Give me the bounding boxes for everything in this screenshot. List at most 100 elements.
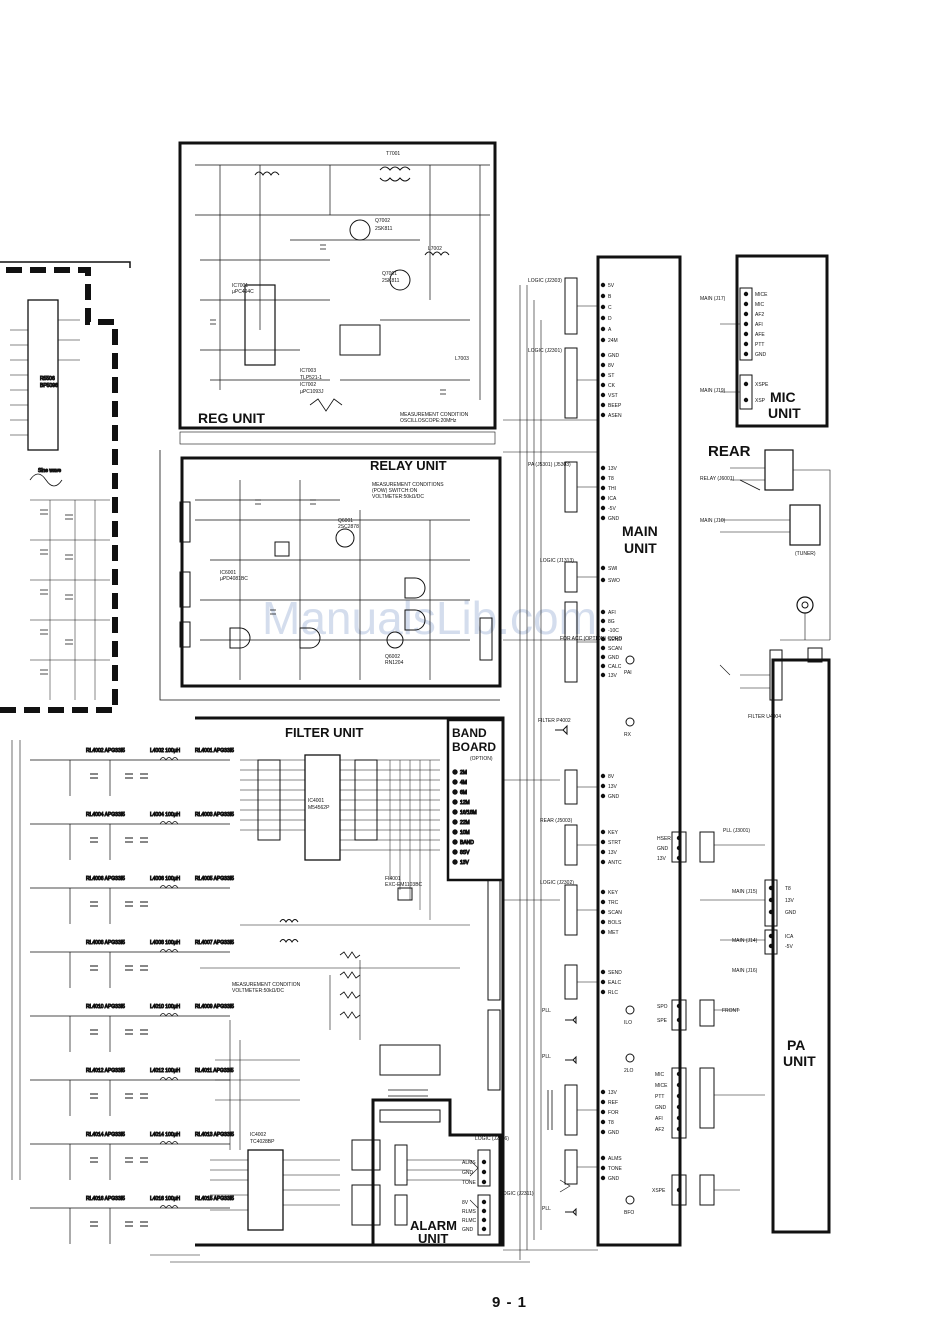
main-pin-label: 13V — [608, 466, 618, 472]
relay-label: RL4011 APG33I5 — [195, 1068, 234, 1074]
ic4002-label: IC4002 — [250, 1132, 266, 1138]
rear-board: REAR — [708, 443, 831, 641]
main-pin — [600, 829, 606, 835]
pa-pin-label: 13V — [657, 856, 667, 862]
main-pin — [600, 989, 606, 995]
relay-label: RL4001 APG33I5 — [195, 748, 234, 754]
main-pin-label: EALC — [608, 980, 621, 986]
pa-pin — [676, 1003, 682, 1009]
pa-pin — [676, 845, 682, 851]
q6002-label: Q6002 — [385, 654, 400, 660]
main-pin-label: GND — [608, 516, 620, 522]
main-pin-label: KEY — [608, 890, 619, 896]
main-pin — [600, 495, 606, 501]
band-pin — [452, 779, 458, 785]
main-pin — [600, 783, 606, 789]
main-pin-label: SEND — [608, 637, 622, 643]
inductor-label: L4006 100µH — [150, 876, 181, 882]
mic-pin-label: XSP — [755, 398, 766, 404]
band-pin-label: 4M — [460, 780, 467, 786]
main-pin-label: MET — [608, 930, 619, 936]
inductor-label: L4010 100µH — [150, 1004, 181, 1010]
reg-unit: REG UNIT T7001 IC7001 µPC494C Q7002 2SK8… — [178, 141, 497, 445]
band-board-title-1: BAND — [452, 726, 487, 740]
main-pin-label: ST — [608, 373, 614, 379]
q6001-label: Q6001 — [338, 518, 353, 524]
main-pin-label: 8V — [608, 774, 615, 780]
mic-pin — [743, 351, 749, 357]
band-pin-label: BAND — [460, 840, 474, 846]
main-pin — [600, 282, 606, 288]
main-pin-label: B — [608, 294, 612, 300]
main-unit-title-2: UNIT — [624, 540, 657, 556]
q6001-type: 2SC2878 — [338, 524, 359, 530]
band-pin — [452, 789, 458, 795]
main-pin — [600, 1099, 606, 1105]
jack-label: ILO — [624, 1020, 632, 1026]
r5506-type: BP5096 — [40, 383, 58, 389]
relay-label: RL4015 APG33I5 — [195, 1196, 234, 1202]
main-j17-label: MAIN (J17) — [700, 296, 726, 302]
ic6001-label: IC6001 — [220, 570, 236, 576]
main-pin — [600, 304, 606, 310]
band-pin-label: 10M — [460, 830, 470, 836]
jack-icon — [625, 655, 635, 665]
capacitor-icon — [90, 901, 148, 907]
pa-unit-title-2: UNIT — [783, 1053, 816, 1069]
pll-label-3: PLL — [542, 1206, 551, 1212]
mic-pin — [743, 311, 749, 317]
pa-pin-label: MIC — [655, 1072, 665, 1078]
main-pin — [600, 909, 606, 915]
ic7002-label: IC7002 — [300, 382, 316, 388]
relay-row-wiring — [30, 1013, 230, 1052]
front-label: FRONT — [722, 1008, 739, 1014]
jack-label: 2LO — [624, 1068, 634, 1074]
pa-pin-label: GND — [655, 1105, 667, 1111]
relay-label: RL4004 APG33I5 — [86, 812, 125, 818]
main-pin-label: BOLS — [608, 920, 622, 926]
mic-pin — [743, 397, 749, 403]
pa-pin — [676, 1187, 682, 1193]
pa-pin — [676, 1093, 682, 1099]
pa-pin — [768, 933, 774, 939]
band-pin-label: 16/18M — [460, 810, 477, 816]
main-pin-label: SWO — [608, 578, 620, 584]
mic-pin-label: GND — [755, 352, 767, 358]
mic-pin — [743, 341, 749, 347]
relay-row-wiring — [30, 949, 230, 988]
inductor-label: L4004 100µH — [150, 812, 181, 818]
main-pin-label: TONE — [608, 1166, 622, 1172]
main-pin — [600, 979, 606, 985]
main-left-connectors — [547, 277, 598, 1217]
rear-j5003-label: REAR (J5003) — [540, 818, 573, 824]
main-pin — [600, 293, 606, 299]
alarm-pin — [481, 1199, 487, 1205]
pll-j3001-label: PLL (J3001) — [723, 828, 750, 834]
ic7001-type: µPC494C — [232, 289, 254, 295]
main-pin-label: SCAN — [608, 646, 622, 652]
alarm-pin-label: RLMC — [462, 1218, 477, 1224]
main-pin — [600, 337, 606, 343]
main-pin-label: SCAN — [608, 910, 622, 916]
alarm-unit-title-1: ALARM — [410, 1218, 457, 1233]
pa-pin — [676, 1082, 682, 1088]
main-pin-label: 5V — [608, 283, 615, 289]
ic4001-label: IC4001 — [308, 798, 324, 804]
pa-unit-pin-list: HSERGND13VSPOSPEMICMICEPTTGNDAFIAF2XSPET… — [652, 835, 797, 1194]
main-pin — [600, 577, 606, 583]
main-pin — [600, 505, 606, 511]
main-pin — [600, 654, 606, 660]
ic7003-type: TLP521-1 — [300, 375, 322, 381]
logic-j1313-label: LOGIC (J1313) — [540, 558, 574, 564]
main-pin — [600, 465, 606, 471]
main-pin — [600, 636, 606, 642]
main-pin-label: -10C — [608, 628, 619, 634]
q6002-type: RN1204 — [385, 660, 404, 666]
main-pin — [600, 362, 606, 368]
jack-icon — [625, 1005, 635, 1015]
main-pin — [600, 1119, 606, 1125]
band-board-option: (OPTION) — [470, 756, 493, 762]
pa-pin-label: 13V — [785, 898, 795, 904]
